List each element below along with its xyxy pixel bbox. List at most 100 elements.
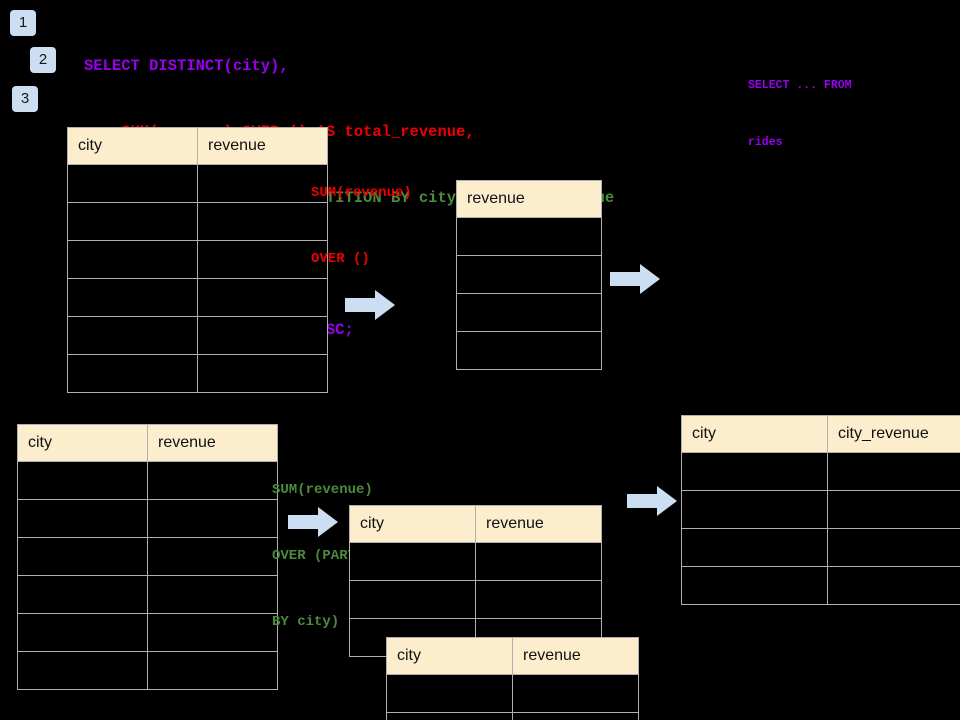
table-row (456, 331, 602, 370)
column-header-revenue: revenue (147, 424, 278, 462)
cell (197, 278, 328, 317)
cell (475, 542, 602, 581)
cell (67, 202, 198, 241)
cell (67, 164, 198, 203)
cell (17, 575, 148, 614)
table-header-row: city revenue (386, 637, 639, 675)
table-row (67, 202, 328, 241)
cell (197, 354, 328, 393)
annotation-city-revenue: SUM(revenue) OVER (PARTITION BY city) (272, 435, 398, 677)
cell (456, 331, 602, 370)
cell (827, 452, 960, 491)
side-note-select-from: SELECT ... FROM rides (748, 38, 852, 190)
table-row (67, 354, 328, 393)
annotation-total-revenue: SUM(revenue) OVER () (311, 138, 412, 314)
cell (197, 240, 328, 279)
table-row (17, 537, 278, 576)
column-header-revenue: revenue (475, 505, 602, 543)
cell (147, 613, 278, 652)
cell (67, 354, 198, 393)
table-row (17, 575, 278, 614)
table-header-row: revenue (456, 180, 602, 218)
cell (456, 255, 602, 294)
step-badge-3: 3 (12, 86, 38, 112)
column-header-city: city (67, 127, 198, 165)
step-badge-1: 1 (10, 10, 36, 36)
table-row (17, 613, 278, 652)
cell (827, 566, 960, 605)
table-row (67, 316, 328, 355)
cell (456, 293, 602, 332)
table-header-row: city revenue (17, 424, 278, 462)
table-row (681, 528, 960, 567)
cell (17, 499, 148, 538)
cell (475, 580, 602, 619)
cell (17, 461, 148, 500)
annotation-line-1: SUM(revenue) (311, 185, 412, 201)
cell (67, 316, 198, 355)
arrow-source-to-total (345, 288, 395, 327)
cell (681, 566, 828, 605)
cell (147, 537, 278, 576)
annotation-line-3: BY city) (272, 614, 340, 630)
table-row (386, 712, 639, 720)
cell (512, 712, 639, 720)
total-revenue-table: revenue (456, 180, 602, 370)
side-note-line-1: SELECT ... FROM (748, 79, 852, 92)
table-header-row: city city_revenue (681, 415, 960, 453)
cell (67, 240, 198, 279)
sql-line-select: SELECT DISTINCT(city), (84, 57, 289, 75)
table-row (681, 566, 960, 605)
table-row (681, 490, 960, 529)
column-header-revenue: revenue (197, 127, 328, 165)
column-header-city: city (386, 637, 513, 675)
table-row (456, 255, 602, 294)
cell (386, 674, 513, 713)
cell (67, 278, 198, 317)
cell (147, 499, 278, 538)
table-header-row: city revenue (67, 127, 328, 165)
cell (147, 575, 278, 614)
cell (197, 202, 328, 241)
cell (456, 217, 602, 256)
table-row (67, 278, 328, 317)
cell (17, 537, 148, 576)
table-row (17, 499, 278, 538)
cell (197, 316, 328, 355)
cell (512, 674, 639, 713)
rides-source-table-bottom: city revenue (17, 424, 278, 690)
cell (386, 712, 513, 720)
arrow-total-to-result (610, 262, 660, 301)
table-row (67, 240, 328, 279)
table-row (681, 452, 960, 491)
cell (681, 452, 828, 491)
table-row (349, 542, 602, 581)
column-header-revenue: revenue (512, 637, 639, 675)
cell (147, 461, 278, 500)
cell (197, 164, 328, 203)
cell (681, 490, 828, 529)
table-row (17, 461, 278, 500)
partition-table-front: city revenue (386, 637, 639, 720)
annotation-line-1: SUM(revenue) (272, 482, 373, 498)
column-header-revenue: revenue (456, 180, 602, 218)
cell (827, 528, 960, 567)
table-row (17, 651, 278, 690)
cell (681, 528, 828, 567)
cell (147, 651, 278, 690)
arrow-partition-to-result (627, 484, 677, 523)
table-header-row: city revenue (349, 505, 602, 543)
column-header-city-revenue: city_revenue (827, 415, 960, 453)
final-result-table: city city_revenue (681, 415, 960, 605)
side-note-line-2: rides (748, 136, 783, 149)
cell (349, 542, 476, 581)
arrow-source-to-partition (288, 505, 338, 544)
column-header-city: city (681, 415, 828, 453)
table-row (349, 580, 602, 619)
table-row (386, 674, 639, 713)
cell (827, 490, 960, 529)
table-row (456, 293, 602, 332)
column-header-city: city (17, 424, 148, 462)
column-header-city: city (349, 505, 476, 543)
